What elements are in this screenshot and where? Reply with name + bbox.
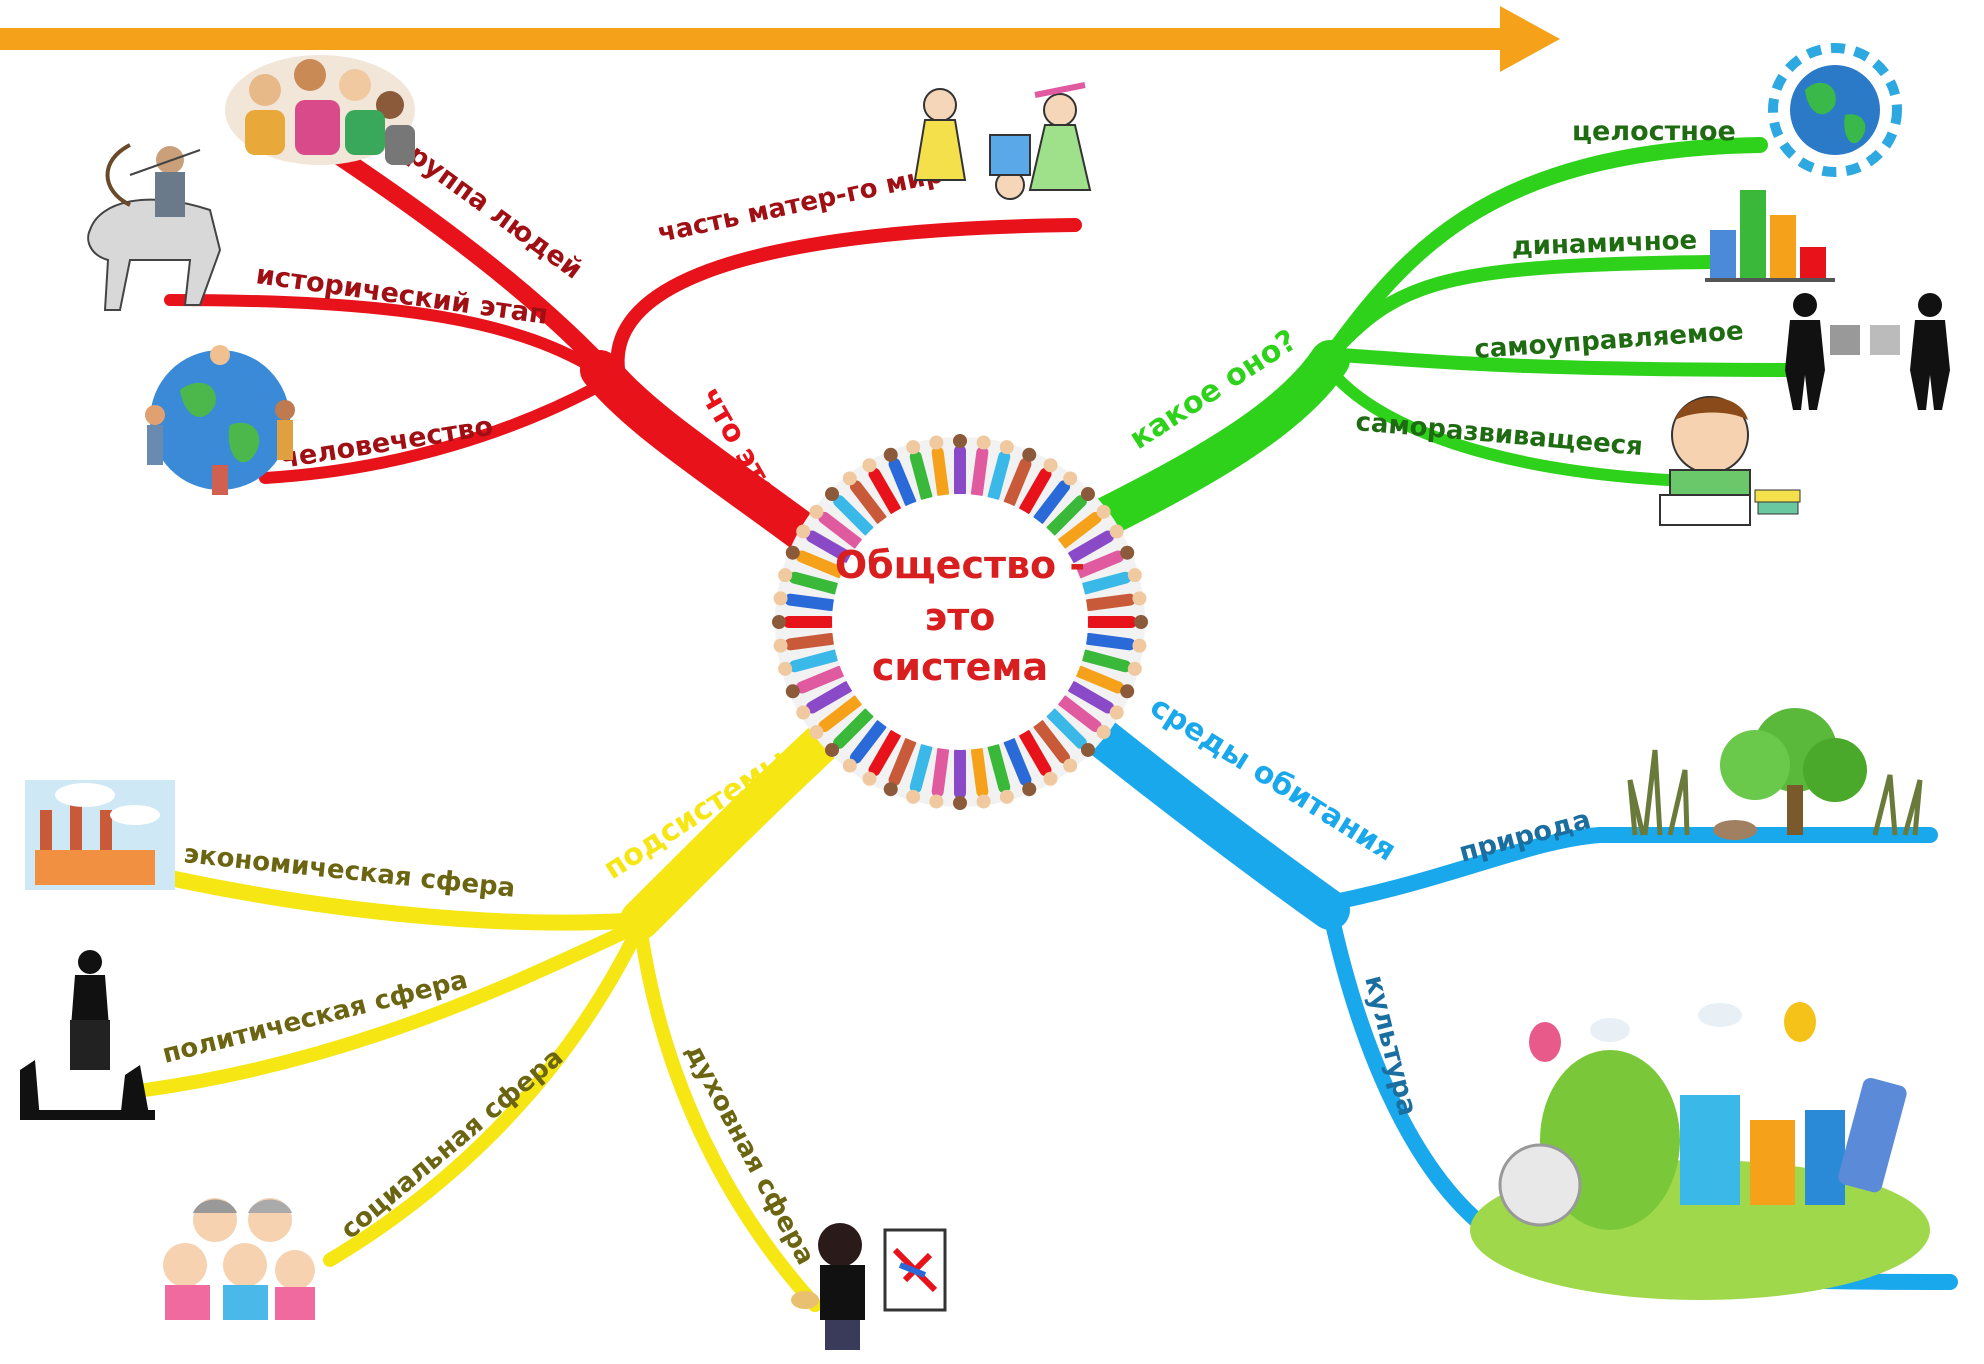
- center-title-line3: система: [872, 645, 1048, 689]
- speaker-crowd-icon: [20, 950, 155, 1120]
- env-item-nature: природа: [1456, 804, 1594, 869]
- people-group-icon: [225, 55, 415, 165]
- kids-playing-icon: [913, 82, 1092, 200]
- center-circle: [832, 494, 1088, 750]
- nature-icon: [1627, 708, 1923, 840]
- schoolboy-icon: [1659, 396, 1801, 526]
- branch-what: [164, 141, 1082, 565]
- which-item-holistic: целостное: [1572, 116, 1736, 147]
- world-network-icon: [1768, 43, 1902, 177]
- factory-icon: [25, 780, 175, 890]
- branch-sub: [138, 715, 850, 1312]
- bar-chart-icon: [1705, 190, 1835, 282]
- top-arrow: [0, 6, 1560, 72]
- which-item-dynamic: динамичное: [1511, 226, 1697, 262]
- artist-icon: [791, 1223, 947, 1350]
- which-item-selfmanaged: самоуправляемое: [1473, 316, 1744, 365]
- family-icon: [163, 1198, 315, 1320]
- sub-item-spiritual: духовная сфера: [679, 1039, 821, 1270]
- globe-people-icon: [145, 345, 295, 495]
- archer-rider-icon: [87, 143, 222, 311]
- puzzle-people-icon: [1785, 293, 1950, 410]
- city-icon: [1470, 1002, 1930, 1300]
- branch-which: [1070, 137, 1802, 545]
- center-title-line1: Общество -: [835, 543, 1085, 587]
- center-title-line2: это: [925, 595, 996, 639]
- sub-item-social: социальная сфера: [335, 1042, 569, 1245]
